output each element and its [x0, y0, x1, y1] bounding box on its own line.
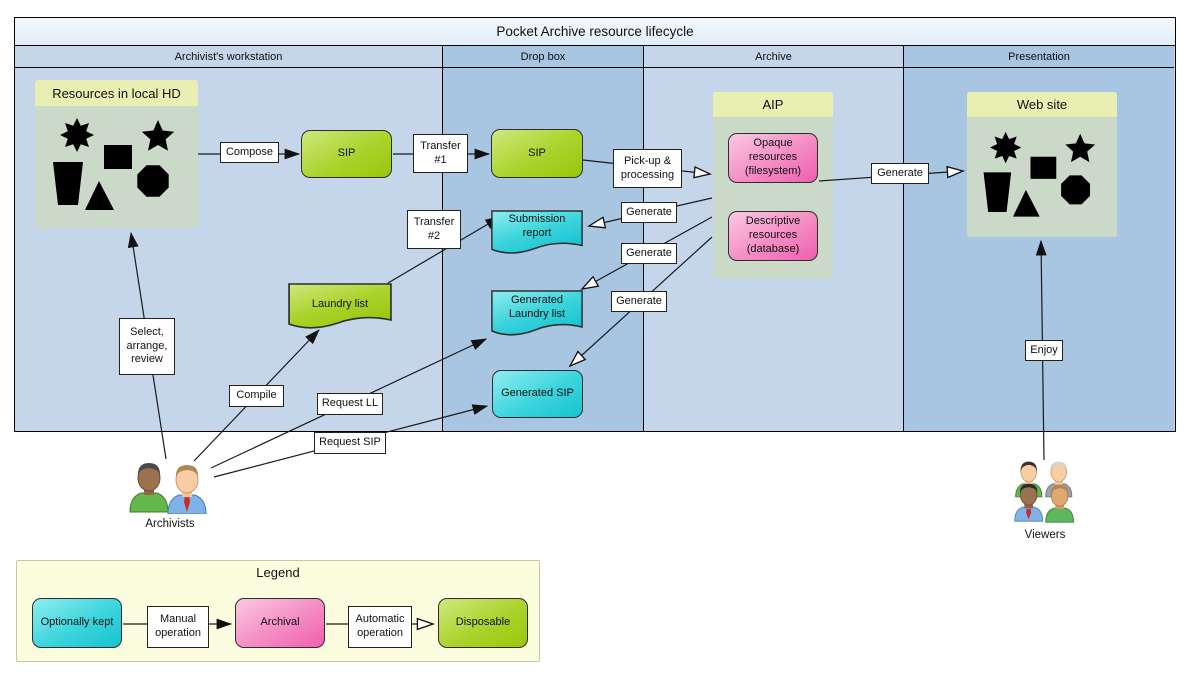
sip-dropbox-node: SIP [491, 129, 583, 178]
legend-title: Legend [256, 565, 300, 580]
lane-header-archivist-workstation: Archivist's workstation [15, 46, 442, 68]
resources-local-hd-box: Resources in local HD [35, 80, 198, 228]
edge-label-transfer-2: Transfer #2 [407, 210, 461, 249]
lane-header-drop-box: Drop box [443, 46, 643, 68]
web-site-box: Web site [967, 92, 1117, 237]
descriptive-resources-node: Descriptive resources (database) [728, 211, 818, 261]
document-shape [288, 283, 392, 329]
viewers-icon [1010, 458, 1080, 533]
legend-archival: Archival [235, 598, 325, 648]
edge-label-generate-web: Generate [871, 163, 929, 184]
edge-label-request-ll: Request LL [317, 393, 383, 415]
web-site-title: Web site [967, 92, 1117, 117]
opaque-resources-node: Opaque resources (filesystem) [728, 133, 818, 183]
submission-report-node: Submission report [491, 210, 583, 258]
resource-shapes-icon [53, 118, 175, 210]
edge-label-compile: Compile [229, 385, 284, 407]
edge-label-generate-report: Generate [621, 202, 677, 223]
edge-label-select-arrange-review: Select, arrange, review [119, 318, 175, 375]
legend-disposable: Disposable [438, 598, 528, 648]
aip-title: AIP [713, 92, 833, 117]
legend-manual-operation: Manual operation [147, 606, 209, 648]
edge-label-compose: Compose [220, 142, 279, 163]
viewers-label: Viewers [1024, 529, 1066, 541]
edge-label-request-sip: Request SIP [314, 432, 386, 454]
sip-workstation-node: SIP [301, 130, 392, 178]
archivists-icon [126, 458, 218, 515]
edge-label-transfer-1: Transfer #1 [413, 134, 468, 173]
edge-label-enjoy: Enjoy [1025, 340, 1063, 361]
lane-header-presentation: Presentation [904, 46, 1174, 68]
edge-label-generate-sip: Generate [611, 291, 667, 312]
lane-header-archive: Archive [644, 46, 903, 68]
edge-label-generate-laundry-list: Generate [621, 243, 677, 264]
legend-optionally-kept: Optionally kept [32, 598, 122, 648]
diagram-title: Pocket Archive resource lifecycle [15, 18, 1175, 46]
generated-sip-node: Generated SIP [492, 370, 583, 418]
legend-automatic-operation: Automatic operation [348, 606, 412, 648]
laundry-list-node: Laundry list [288, 283, 392, 333]
resources-local-hd-title: Resources in local HD [35, 80, 198, 106]
generated-laundry-list-node: Generated Laundry list [491, 290, 583, 340]
archivists-label: Archivists [145, 518, 195, 530]
edge-label-pickup-processing: Pick-up & processing [613, 149, 682, 188]
website-shapes-icon [983, 131, 1096, 217]
aip-box: AIP Opaque resources (filesystem) Descri… [713, 92, 833, 278]
